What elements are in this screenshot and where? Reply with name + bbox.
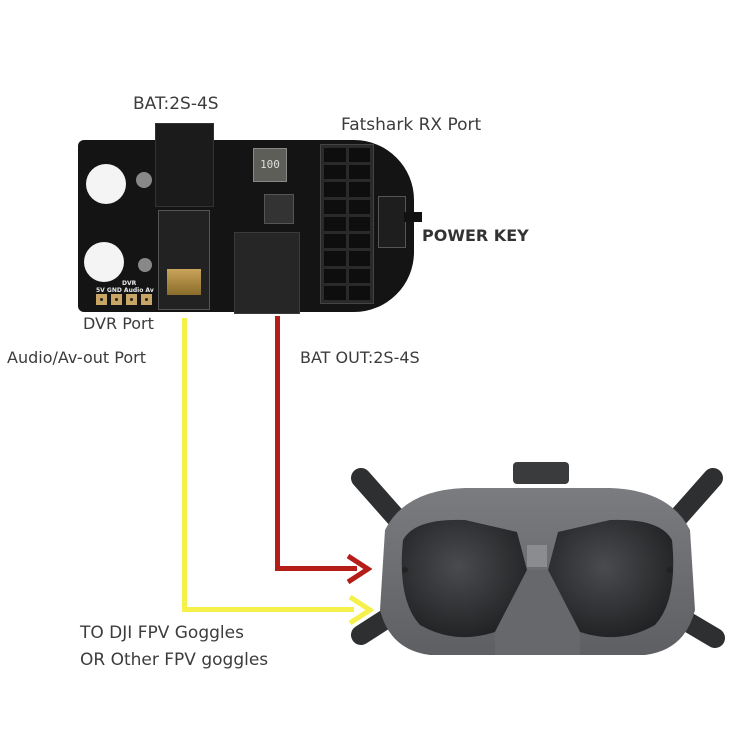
dvr-port-label: DVR Port <box>83 314 154 333</box>
pad-5v <box>96 294 107 305</box>
silkscreen-pins: 5V GND Audio Av <box>96 287 154 294</box>
power-switch-slider[interactable] <box>404 212 422 222</box>
mounting-hole <box>84 242 124 282</box>
pad-audio <box>126 294 137 305</box>
small-hole <box>138 258 152 272</box>
fatshark-port-label: Fatshark RX Port <box>341 115 482 135</box>
destination-label-line2: OR Other FPV goggles <box>80 650 269 670</box>
fpv-goggles-image <box>351 462 725 655</box>
power-wire-vertical <box>275 316 280 571</box>
small-hole <box>136 172 152 188</box>
battery-output-jack <box>234 232 300 314</box>
audio-av-jack <box>158 210 210 310</box>
regulator-chip <box>264 194 294 224</box>
silkscreen-dvr: DVR <box>122 280 137 287</box>
power-key-label: POWER KEY <box>422 226 529 245</box>
battery-input-jack <box>155 123 214 207</box>
destination-label-line1: TO DJI FPV Goggles <box>80 623 244 643</box>
power-arrowhead-icon <box>346 553 372 585</box>
av-wire-vertical <box>182 318 187 612</box>
battery-input-label: BAT:2S-4S <box>133 94 219 114</box>
jack-gold-contact <box>167 269 201 295</box>
audio-av-port-label: Audio/Av-out Port <box>7 348 146 367</box>
battery-output-label: BAT OUT:2S-4S <box>300 348 420 367</box>
pad-gnd <box>111 294 122 305</box>
fatshark-rx-header <box>320 144 374 304</box>
dvr-pads <box>96 294 152 305</box>
av-wire-horizontal <box>182 607 354 612</box>
av-arrowhead-icon <box>348 594 374 626</box>
mounting-hole <box>86 164 126 204</box>
power-switch[interactable] <box>378 196 406 248</box>
pad-av <box>141 294 152 305</box>
inductor: 100 <box>253 148 287 182</box>
power-wire-horizontal <box>275 566 357 571</box>
